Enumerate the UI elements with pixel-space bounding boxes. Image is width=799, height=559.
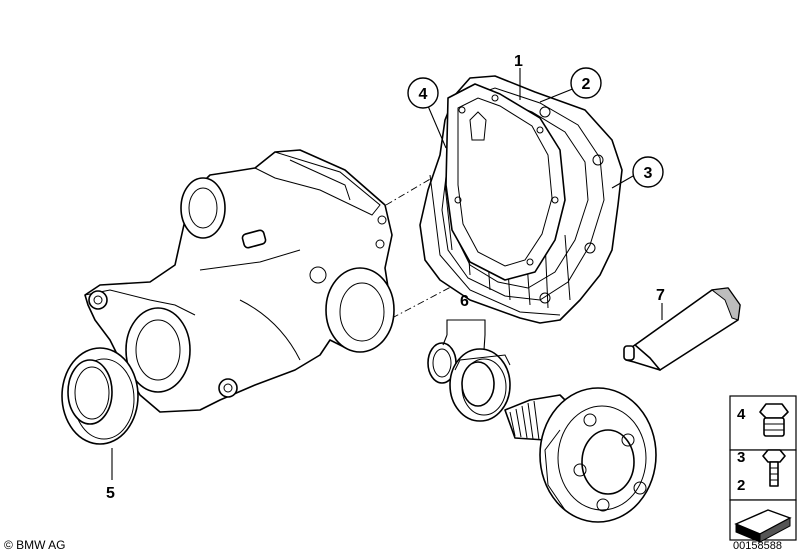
leader-lines bbox=[111, 68, 663, 480]
output-flange[interactable] bbox=[504, 387, 657, 523]
shaft-seal-right[interactable] bbox=[449, 348, 511, 422]
shaft-splines bbox=[509, 400, 540, 441]
svg-text:2: 2 bbox=[582, 76, 591, 93]
callout-4[interactable]: 4 bbox=[407, 77, 439, 109]
svg-text:3: 3 bbox=[644, 165, 653, 182]
callout-3[interactable]: 3 bbox=[632, 156, 664, 188]
svg-text:7: 7 bbox=[656, 287, 665, 304]
bolt-icon bbox=[762, 449, 786, 487]
callout-5[interactable]: 5 bbox=[106, 485, 115, 502]
legend-item-3[interactable]: 3 bbox=[737, 449, 786, 487]
sealant-tube[interactable] bbox=[623, 287, 741, 371]
shaft-seal-left[interactable] bbox=[61, 347, 139, 445]
svg-text:6: 6 bbox=[460, 293, 469, 310]
copyright-notice: © BMW AG bbox=[4, 538, 66, 552]
legend-item-4[interactable]: 4 bbox=[737, 403, 789, 437]
drain-plug-icon bbox=[759, 403, 789, 437]
callout-6[interactable]: 6 bbox=[460, 293, 469, 310]
diagram-number: 00158588 bbox=[733, 540, 782, 552]
legend-panel: 4 3 2 bbox=[729, 395, 797, 543]
svg-text:4: 4 bbox=[737, 406, 746, 423]
callout-2[interactable]: 2 bbox=[570, 67, 602, 99]
svg-text:1: 1 bbox=[514, 53, 523, 70]
cover-gasket[interactable] bbox=[445, 83, 566, 281]
svg-text:3: 3 bbox=[737, 449, 745, 466]
gasket-symbol-icon bbox=[734, 509, 792, 543]
svg-text:4: 4 bbox=[419, 86, 428, 103]
callout-7[interactable]: 7 bbox=[656, 287, 665, 304]
legend-item-2[interactable]: 2 bbox=[737, 477, 745, 494]
callout-1[interactable]: 1 bbox=[514, 53, 523, 70]
svg-text:5: 5 bbox=[106, 485, 115, 502]
svg-text:2: 2 bbox=[737, 477, 745, 494]
differential-housing[interactable] bbox=[84, 149, 395, 413]
